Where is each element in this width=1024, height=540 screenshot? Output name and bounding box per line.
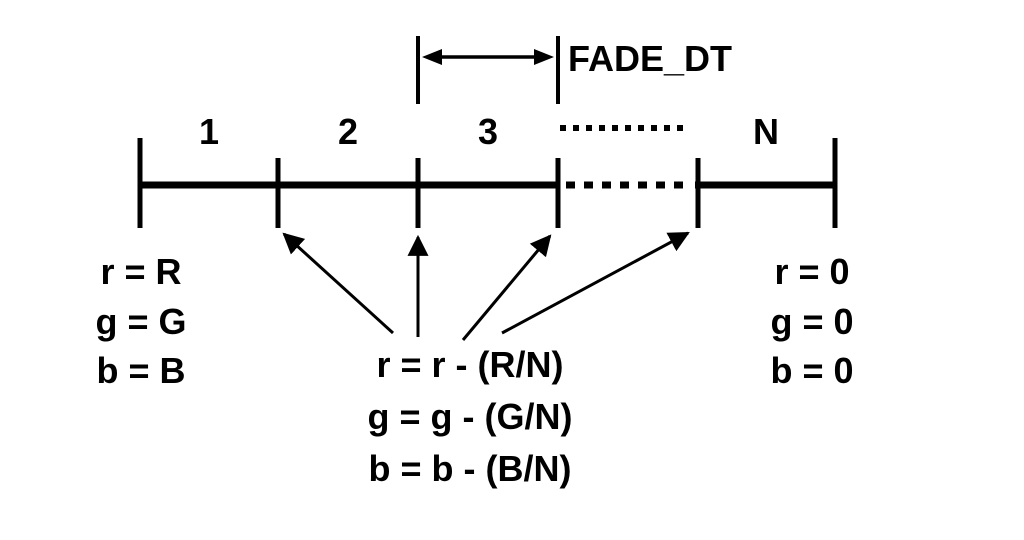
arrow-to-tick-4 bbox=[501, 231, 690, 335]
initial-value-b: b = B bbox=[96, 350, 185, 391]
final-value-r: r = 0 bbox=[774, 251, 849, 292]
segment-label-n: N bbox=[753, 111, 779, 152]
arrow-to-tick-1 bbox=[282, 232, 395, 335]
double-arrow-right-head bbox=[534, 49, 554, 65]
formula-r: r = r - (R/N) bbox=[376, 344, 563, 385]
timeline bbox=[137, 138, 838, 228]
fade-dt-label: FADE_DT bbox=[568, 38, 732, 79]
formula-g: g = g - (G/N) bbox=[368, 396, 573, 437]
step-arrows bbox=[282, 231, 690, 341]
segment-label-2: 2 bbox=[338, 111, 358, 152]
final-value-b: b = 0 bbox=[770, 350, 853, 391]
final-values: r = 0 g = 0 b = 0 bbox=[770, 251, 853, 391]
initial-values: r = R g = G b = B bbox=[95, 251, 186, 391]
segment-label-3: 3 bbox=[478, 111, 498, 152]
double-arrow-left-head bbox=[422, 49, 442, 65]
arrow-to-tick-3 bbox=[461, 234, 552, 341]
final-value-g: g = 0 bbox=[770, 301, 853, 342]
initial-value-g: g = G bbox=[95, 301, 186, 342]
initial-value-r: r = R bbox=[100, 251, 181, 292]
step-formulas: r = r - (R/N) g = g - (G/N) b = b - (B/N… bbox=[368, 344, 573, 489]
segment-labels: 1 2 3 N bbox=[199, 111, 779, 152]
fade-dt-measurement: FADE_DT bbox=[416, 36, 732, 104]
formula-b: b = b - (B/N) bbox=[369, 448, 572, 489]
segment-label-1: 1 bbox=[199, 111, 219, 152]
